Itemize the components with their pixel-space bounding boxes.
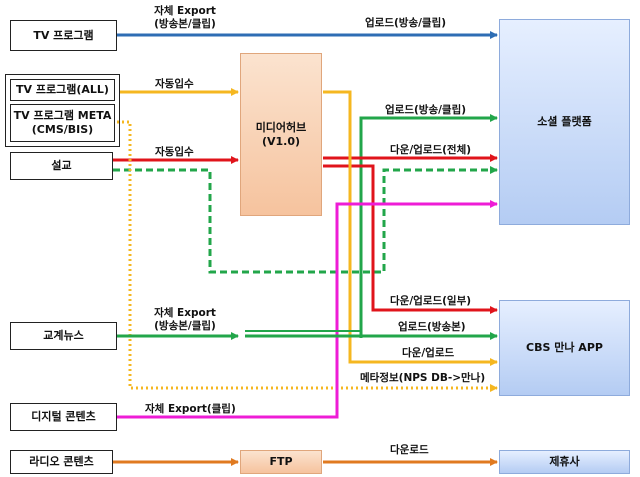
source-tv-program: TV 프로그램: [10, 20, 117, 51]
edge-label-auto-ingest-1: 자동입수: [155, 78, 194, 90]
target-partner: 제휴사: [499, 450, 630, 474]
edge-label-hub-upload-clip: 업로드(방송/클립): [385, 104, 467, 116]
target-social-platform: 소셜 플랫폼: [499, 19, 630, 225]
edge-label-down-up-partial: 다운/업로드(일부): [390, 295, 472, 307]
source-group-tv: [5, 74, 120, 147]
source-digital-content: 디지털 콘텐츠: [10, 403, 117, 431]
source-tv-program-all-label: TV 프로그램(ALL): [16, 83, 109, 97]
edge-hub-green-upload: [359, 114, 498, 338]
edge-label-upload-broadcast: 업로드(방송본): [398, 321, 466, 333]
edge-label-meta-info: 메타정보(NPS DB->만나): [360, 372, 486, 384]
edge-label-news-export: 자체 Export (방송본/클립): [154, 307, 216, 332]
source-digital-content-label: 디지털 콘텐츠: [31, 410, 96, 424]
source-radio-content: 라디오 콘텐츠: [10, 450, 113, 474]
source-church-news-label: 교계뉴스: [43, 329, 84, 343]
edge-hub-orange: [323, 90, 498, 366]
edge-label-auto-ingest-2: 자동입수: [155, 146, 194, 158]
edge-label-digital-export: 자체 Export(클립): [145, 403, 236, 415]
edge-label-download: 다운로드: [390, 444, 429, 456]
ftp-node: FTP: [240, 450, 322, 474]
ftp-node-label: FTP: [269, 455, 293, 469]
edge-sermon-green-dashed: [113, 166, 498, 274]
source-sermon-label: 설교: [51, 159, 72, 173]
edge-hub-red-partial: [323, 164, 498, 314]
target-cbs-app: CBS 만나 APP: [499, 300, 630, 396]
source-tv-program-label: TV 프로그램: [33, 28, 94, 42]
edge-meta-dotted: [117, 120, 498, 392]
source-tv-program-meta: TV 프로그램 META (CMS/BIS): [10, 104, 115, 142]
source-sermon: 설교: [10, 152, 113, 180]
edge-label-tv-export: 자체 Export (방송본/클립): [154, 5, 216, 30]
media-hub-label: 미디어허브 (V1.0): [255, 120, 307, 148]
target-cbs-app-label: CBS 만나 APP: [526, 341, 603, 355]
source-tv-program-meta-label: TV 프로그램 META (CMS/BIS): [13, 109, 112, 136]
edge-label-tv-upload: 업로드(방송/클립): [365, 17, 447, 29]
media-hub: 미디어허브 (V1.0): [240, 53, 322, 216]
target-social-platform-label: 소셜 플랫폼: [537, 115, 592, 129]
source-church-news: 교계뉴스: [10, 322, 117, 350]
source-radio-content-label: 라디오 콘텐츠: [29, 455, 94, 469]
edge-label-down-up-full: 다운/업로드(전체): [390, 144, 472, 156]
edge-label-down-upload: 다운/업로드: [402, 347, 455, 359]
source-tv-program-all: TV 프로그램(ALL): [10, 79, 115, 101]
target-partner-label: 제휴사: [549, 455, 580, 469]
edge-digital-magenta: [117, 200, 498, 419]
